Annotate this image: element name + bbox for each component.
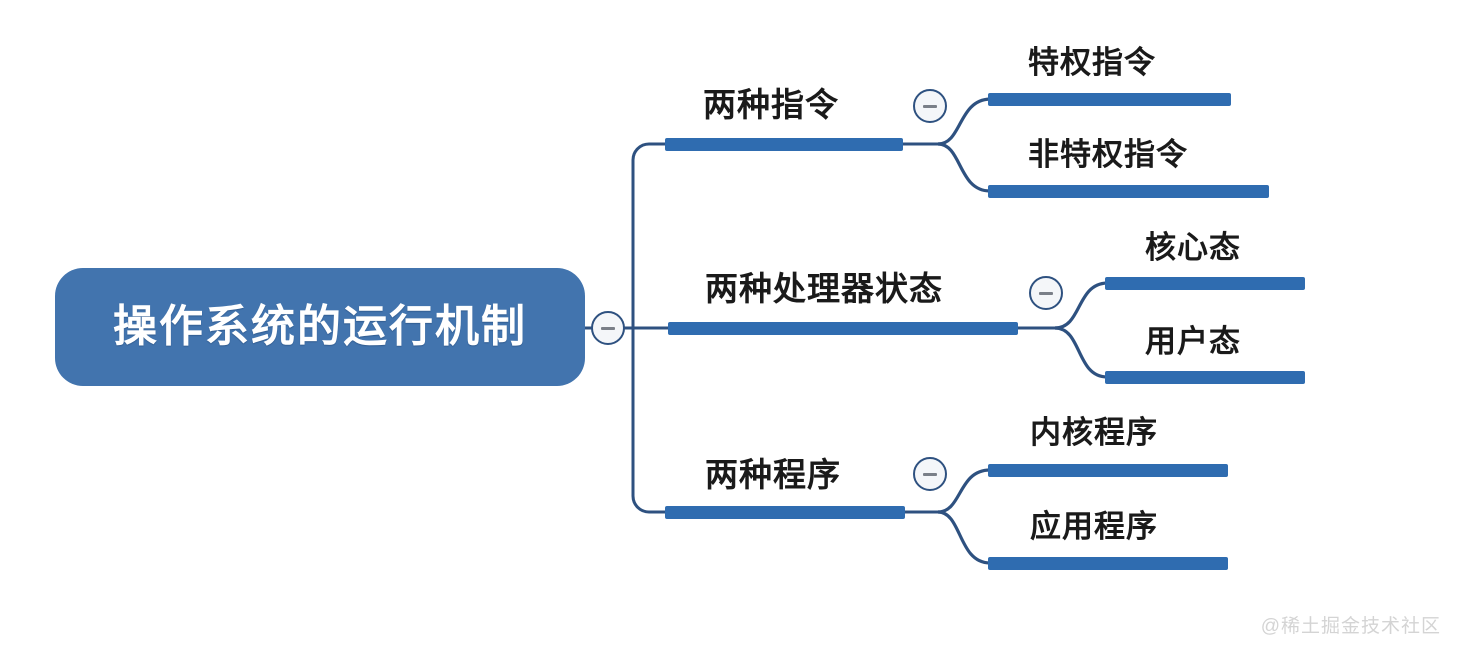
leaf-node-2-2-label[interactable]: 用户态 bbox=[1145, 324, 1241, 359]
leaf-node-3-2-label[interactable]: 应用程序 bbox=[1030, 509, 1158, 544]
leaf-node-1-1-label[interactable]: 特权指令 bbox=[1028, 45, 1156, 80]
minus-icon bbox=[1039, 291, 1053, 295]
watermark: @稀土掘金技术社区 bbox=[1260, 616, 1441, 637]
leaf-node-2-1-label[interactable]: 核心态 bbox=[1145, 230, 1241, 265]
branch-node-1-label[interactable]: 两种指令 bbox=[703, 86, 839, 123]
minus-icon bbox=[601, 326, 615, 330]
root-collapse-toggle[interactable] bbox=[591, 311, 625, 345]
root-node[interactable]: 操作系统的运行机制 bbox=[55, 268, 585, 386]
leaf-node-3-1-label[interactable]: 内核程序 bbox=[1030, 415, 1158, 450]
minus-icon bbox=[923, 104, 937, 108]
branch-2-collapse-toggle[interactable] bbox=[1029, 276, 1063, 310]
minus-icon bbox=[923, 472, 937, 476]
leaf-node-1-2-label[interactable]: 非特权指令 bbox=[1028, 137, 1188, 172]
branch-3-collapse-toggle[interactable] bbox=[913, 457, 947, 491]
branch-1-collapse-toggle[interactable] bbox=[913, 89, 947, 123]
branch-node-3-label[interactable]: 两种程序 bbox=[705, 456, 841, 493]
root-node-label: 操作系统的运行机制 bbox=[113, 302, 527, 351]
branch-node-2-label[interactable]: 两种处理器状态 bbox=[705, 270, 943, 307]
